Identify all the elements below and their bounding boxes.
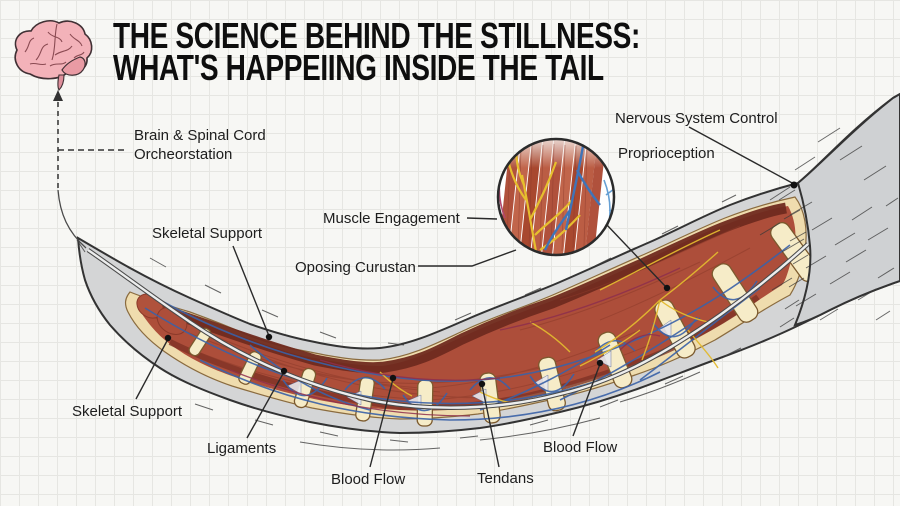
label-tendans: Tendans (477, 470, 534, 487)
arteries (229, 267, 681, 417)
title-line-1: THE SCIENCE BEHIND THE STILLNESS: (113, 15, 640, 56)
title-line-2: WHAT'S HAPPEIING INSIDE THE TAIL (113, 47, 604, 88)
pointer-line-muscle-engagement (466, 217, 498, 220)
spinal-cord (86, 242, 810, 410)
leader-dot-tendans (478, 380, 486, 388)
label-brain-spinal-cord: Brain & Spinal Cord Orcheorstation (134, 127, 266, 163)
pointer-line-tendans (481, 384, 500, 468)
pointer-line-ligaments (246, 371, 285, 439)
leader-dot-skeletal-support-top (265, 333, 273, 341)
pointer-line-nervous-system-control (688, 126, 795, 185)
label-skeletal-support-top: Skeletal Support (152, 225, 263, 242)
leader-dot-ligaments (280, 367, 288, 375)
label-blood-flow-right: Blood Flow (543, 439, 618, 456)
label-ligaments: Ligaments (207, 440, 277, 457)
brain-icon (14, 20, 93, 91)
label-blood-flow-left: Blood Flow (331, 471, 406, 488)
muscle-dark-band-top (140, 202, 787, 374)
pointer-lines (135, 126, 795, 468)
label-proprioception: Proprioception (618, 145, 715, 162)
pointer-line-blood-flow-left (369, 378, 394, 468)
leader-dot-blood-flow-left (389, 374, 397, 382)
leader-dot-blood-flow-right (596, 359, 604, 367)
brain-connectors (53, 90, 126, 249)
inset-content (498, 139, 614, 255)
leader-dot-skeletal-support-bottom (164, 334, 172, 342)
label-skeletal-support-bottom: Skeletal Support (72, 403, 183, 420)
label-oposing-curustan: Oposing Curustan (295, 259, 416, 276)
inset-source-connector (605, 223, 667, 288)
leader-dots (164, 181, 798, 388)
leader-dot-nervous-system-control (790, 181, 798, 189)
body-fur-strokes (759, 127, 899, 328)
pointer-line-skeletal-support-bottom (135, 338, 169, 400)
arrowhead-up-icon (53, 90, 63, 101)
label-nervous-system-control: Nervous System Control (615, 110, 778, 127)
cat-body (759, 92, 900, 328)
label-muscle-engagement: Muscle Engagement (323, 210, 460, 227)
vertebrae (188, 221, 820, 427)
tail-fur-strokes (76, 194, 742, 451)
magnifier-inset-circle (496, 137, 616, 257)
body-fur-mass (793, 92, 900, 327)
pointer-line-skeletal-support-top (232, 245, 270, 337)
pointer-line-oposing-curustan (418, 249, 517, 267)
spinal-cord-curve (57, 189, 87, 249)
page-title: THE SCIENCE BEHIND THE STILLNESS: WHAT'S… (113, 15, 789, 88)
pointer-line-blood-flow-right (572, 363, 601, 437)
tail-cross-section (76, 92, 900, 435)
leader-dot-inset-source (663, 284, 671, 292)
